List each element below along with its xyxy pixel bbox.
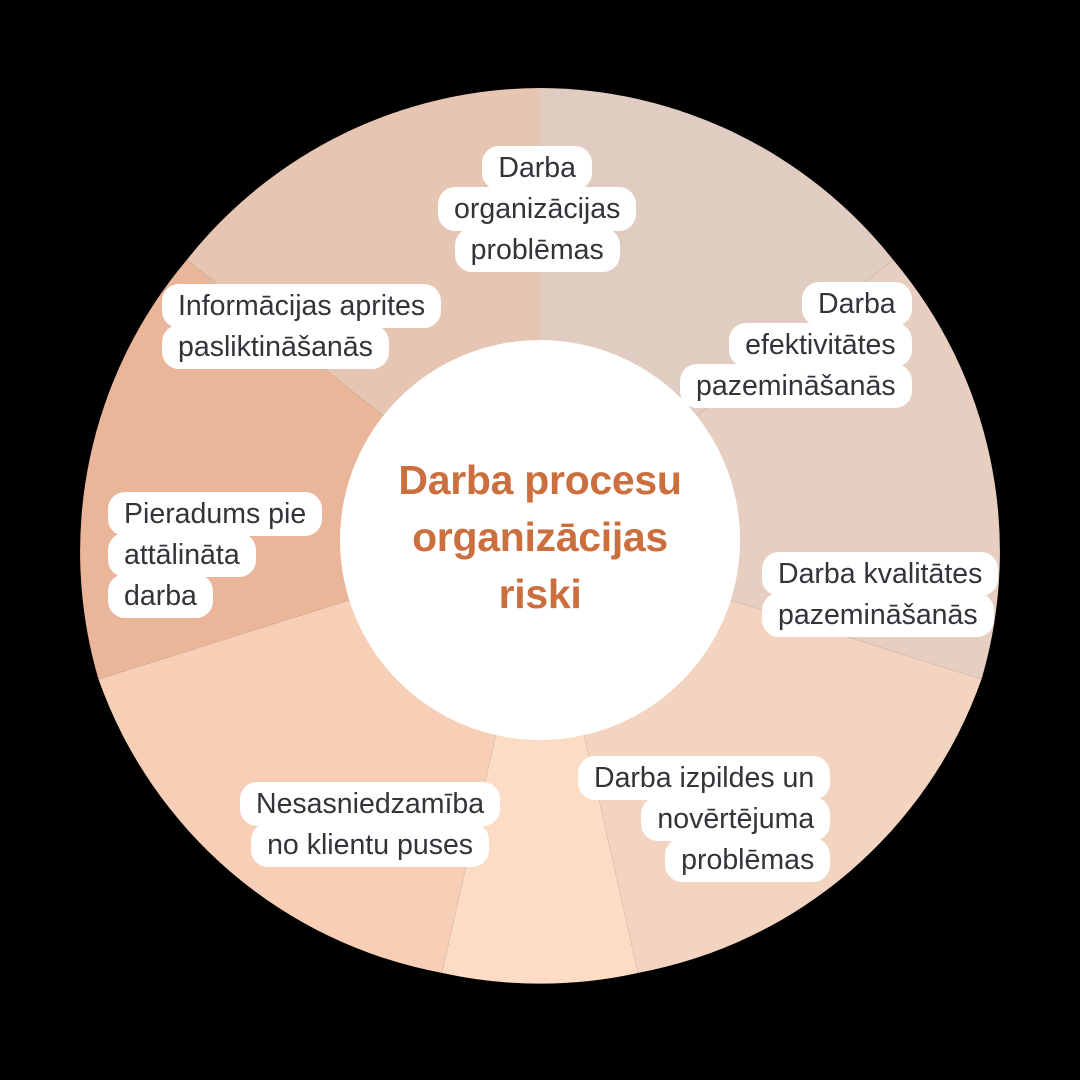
- label-line: darba: [108, 574, 213, 618]
- label-line: problēmas: [454, 228, 620, 272]
- label-line: Pieradums pie: [108, 492, 323, 536]
- center-title-line-3: riski: [498, 571, 582, 617]
- label-line: attālināta: [108, 533, 256, 577]
- label-pieradums-pie-attalinata-darba[interactable]: Pieradums pie attālināta darba: [108, 492, 323, 618]
- label-darba-organizacijas-problemas[interactable]: Darba organizācijas problēmas: [438, 146, 637, 272]
- segment-darba-izpildes-un-novertejuma-problemas[interactable]: [441, 540, 639, 984]
- center-hub: [340, 340, 740, 740]
- label-line: Nesasniedzamība: [240, 782, 501, 826]
- label-nesasniedzamiba-no-klientu-puses[interactable]: Nesasniedzamība no klientu puses: [240, 782, 501, 867]
- label-informacijas-aprites-pasliktinasanas[interactable]: Informācijas aprites pasliktināšanās: [162, 284, 442, 369]
- label-line: novērtējuma: [641, 797, 831, 841]
- label-line: pazemināšanās: [762, 593, 994, 637]
- label-darba-kvalitates-pazeminasanas[interactable]: Darba kvalitātes pazemināšanās: [762, 552, 999, 637]
- label-darba-efektivitates-pazeminasanas[interactable]: Darba efektivitātes pazemināšanās: [680, 282, 912, 408]
- label-line: organizācijas: [438, 187, 637, 231]
- label-line: Darba izpildes un: [578, 756, 831, 800]
- center-title: Darba procesu organizācijas riski: [340, 452, 740, 623]
- label-line: efektivitātes: [729, 323, 912, 367]
- center-title-line-1: Darba procesu: [398, 457, 682, 503]
- label-line: pazemināšanās: [680, 364, 912, 408]
- center-title-line-2: organizācijas: [412, 514, 668, 560]
- label-line: Informācijas aprites: [162, 284, 442, 328]
- label-line: Darba kvalitātes: [762, 552, 999, 596]
- label-line: Darba: [482, 146, 592, 190]
- label-darba-izpildes-un-novertejuma-problemas[interactable]: Darba izpildes un novērtējuma problēmas: [578, 756, 831, 882]
- label-line: problēmas: [665, 838, 831, 882]
- label-line: no klientu puses: [251, 823, 490, 867]
- label-line: Darba: [802, 282, 912, 326]
- label-line: pasliktināšanās: [162, 325, 389, 369]
